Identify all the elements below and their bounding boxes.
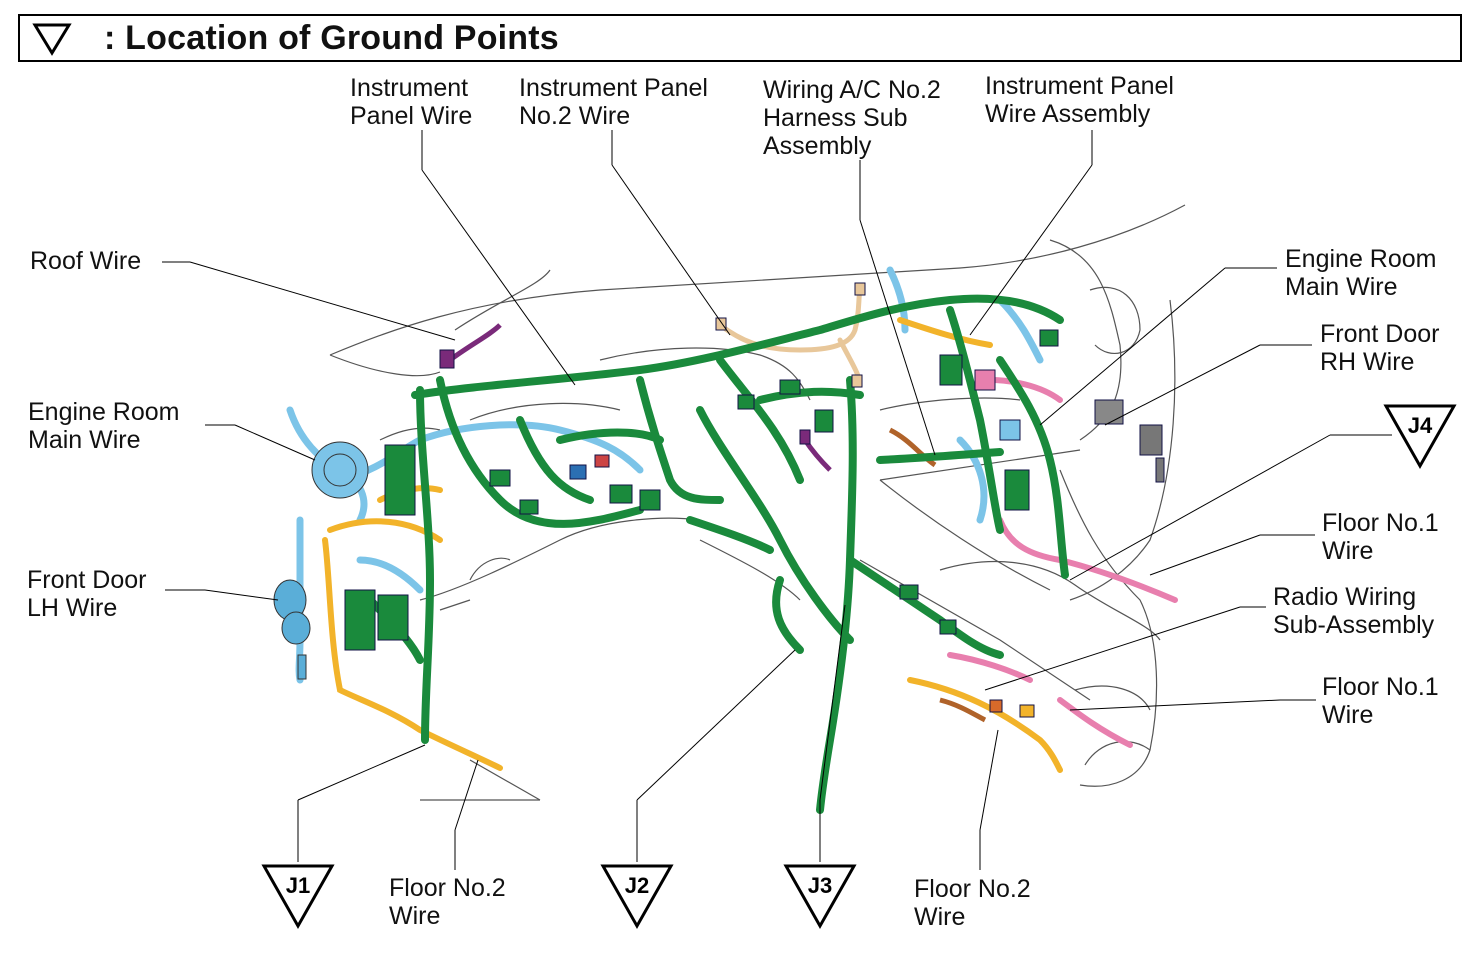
ground-triangle-icon <box>32 23 72 56</box>
harness-green <box>366 294 1069 814</box>
page-title: : Location of Ground Points <box>104 18 559 57</box>
ground-point-j2: J2 <box>600 864 674 930</box>
label-instrument-panel-wire-assembly: Instrument Panel Wire Assembly <box>985 72 1174 128</box>
label-front-door-lh-wire: Front Door LH Wire <box>27 566 147 622</box>
label-radio-wiring-sub-assembly: Radio Wiring Sub-Assembly <box>1273 583 1435 639</box>
ground-point-label: J3 <box>808 873 832 898</box>
ground-point-j3: J3 <box>783 864 857 930</box>
label-floor-no1-wire-lower: Floor No.1 Wire <box>1322 673 1439 729</box>
vehicle-outline <box>329 204 1186 801</box>
ground-point-label: J1 <box>286 873 310 898</box>
harness-brown <box>888 427 987 723</box>
label-engine-room-main-wire-left: Engine Room Main Wire <box>28 398 180 454</box>
label-engine-room-main-wire-right: Engine Room Main Wire <box>1285 245 1437 301</box>
label-instrument-panel-no2-wire: Instrument Panel No.2 Wire <box>519 74 708 130</box>
connector-blocks <box>344 282 1165 718</box>
ground-point-label: J2 <box>625 873 649 898</box>
ground-point-j1: J1 <box>261 864 335 930</box>
ground-point-label: J4 <box>1408 413 1433 438</box>
grommet-blue-left <box>311 441 369 499</box>
label-floor-no1-wire-upper: Floor No.1 Wire <box>1322 509 1439 565</box>
label-front-door-rh-wire: Front Door RH Wire <box>1320 320 1440 376</box>
harness-orange <box>322 317 1063 773</box>
label-roof-wire: Roof Wire <box>30 247 142 275</box>
label-wiring-ac-no2-harness: Wiring A/C No.2 Harness Sub Assembly <box>763 76 941 160</box>
title-bar: : Location of Ground Points <box>18 14 1462 62</box>
leader-lines <box>162 130 1392 870</box>
label-floor-no2-wire-right: Floor No.2 Wire <box>914 875 1031 931</box>
ground-point-j4: J4 <box>1383 404 1457 470</box>
label-floor-no2-wire-left: Floor No.2 Wire <box>389 874 506 930</box>
label-instrument-panel-wire: Instrument Panel Wire <box>350 74 473 130</box>
front-door-lh-connector <box>273 579 311 680</box>
